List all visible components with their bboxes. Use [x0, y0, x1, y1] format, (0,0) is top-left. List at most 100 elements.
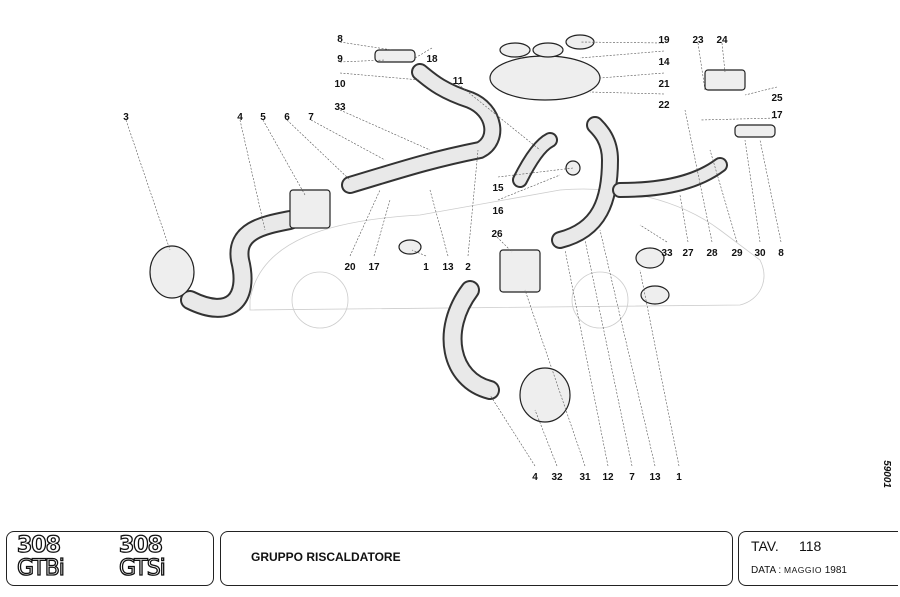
- hoses: [180, 63, 728, 400]
- leader-line: [339, 59, 386, 63]
- leader-line: [639, 224, 668, 243]
- blower-right: [519, 367, 571, 423]
- callout-13: 13: [649, 472, 661, 483]
- leader-line: [684, 109, 713, 243]
- callout-5: 5: [260, 112, 266, 123]
- callout-3: 3: [123, 112, 129, 123]
- callout-2: 2: [465, 262, 471, 273]
- leader-line: [496, 236, 513, 253]
- logo-left-bottom: GTBi: [16, 555, 65, 581]
- date-year: 1981: [824, 565, 847, 576]
- callout-20: 20: [344, 262, 356, 273]
- callout-25: 25: [771, 93, 783, 104]
- leader-line: [339, 72, 421, 81]
- callout-29: 29: [731, 248, 743, 259]
- date-line: DATA : MAGGIO 1981: [751, 565, 847, 576]
- leader-line: [599, 72, 665, 79]
- leader-line: [497, 174, 561, 201]
- leader-line: [697, 42, 706, 91]
- callout-1: 1: [676, 472, 682, 483]
- leader-line: [339, 109, 431, 151]
- leader-line: [125, 119, 171, 251]
- leader-line: [457, 83, 541, 151]
- table-info-box: TAV. 118 DATA : MAGGIO 1981: [738, 531, 898, 586]
- page-title: GRUPPO RISCALDATORE: [251, 550, 401, 564]
- leader-line: [310, 119, 386, 161]
- callout-32: 32: [551, 472, 563, 483]
- date-label: DATA :: [751, 565, 782, 576]
- leader-line: [497, 167, 574, 178]
- vent-left: [374, 49, 416, 63]
- leader-line: [759, 139, 782, 243]
- leader-line: [239, 119, 266, 231]
- leader-line: [286, 119, 351, 181]
- callout-7: 7: [629, 472, 635, 483]
- model-logo: 308 GTBi 308 GTSi: [6, 531, 214, 586]
- tav-label: TAV.: [751, 538, 779, 554]
- callout-4: 4: [237, 112, 243, 123]
- distributor-housing: [489, 55, 601, 101]
- logo-right-top: 308: [118, 532, 163, 558]
- callout-9: 9: [337, 54, 343, 65]
- leader-line: [639, 269, 680, 467]
- callout-22: 22: [658, 100, 670, 111]
- leader-line: [579, 41, 665, 44]
- leader-line: [489, 394, 536, 467]
- leader-line: [339, 41, 393, 51]
- title-box: GRUPPO RISCALDATORE: [220, 531, 733, 586]
- leader-line: [744, 86, 778, 96]
- callout-16: 16: [492, 206, 504, 217]
- callout-15: 15: [492, 183, 504, 194]
- callout-26: 26: [491, 229, 503, 240]
- logo-right-bottom: GTSi: [118, 555, 166, 581]
- valve-box-left: [289, 189, 331, 229]
- date-month: MAGGIO: [783, 565, 822, 575]
- leader-line: [709, 149, 738, 243]
- leader-line: [467, 149, 479, 257]
- leader-line: [679, 194, 689, 243]
- callout-19: 19: [658, 35, 670, 46]
- callout-21: 21: [658, 79, 670, 90]
- logo-left-top: 308: [16, 532, 61, 558]
- bracket: [704, 69, 746, 91]
- leader-line: [584, 239, 633, 467]
- leader-line: [564, 249, 609, 467]
- leader-line: [262, 119, 306, 196]
- callout-28: 28: [706, 248, 718, 259]
- leader-line: [534, 409, 558, 467]
- callout-33: 33: [661, 248, 673, 259]
- parts: [149, 34, 776, 423]
- leader-line: [349, 189, 381, 257]
- callout-10: 10: [334, 79, 346, 90]
- callout-30: 30: [754, 248, 766, 259]
- callout-13: 13: [442, 262, 454, 273]
- leader-line: [744, 139, 761, 243]
- leader-line: [429, 189, 449, 257]
- callout-11: 11: [453, 76, 464, 87]
- callout-24: 24: [716, 35, 728, 46]
- callout-17: 17: [368, 262, 380, 273]
- callout-7: 7: [308, 112, 314, 123]
- callout-23: 23: [692, 35, 704, 46]
- callout-6: 6: [284, 112, 290, 123]
- callout-33: 33: [334, 102, 346, 113]
- drawing-number: 59001: [881, 460, 892, 488]
- callout-14: 14: [658, 57, 670, 68]
- tav-number: 118: [799, 538, 822, 554]
- leader-line: [721, 42, 726, 73]
- leader-line: [699, 117, 778, 121]
- leader-line: [373, 199, 391, 257]
- callout-31: 31: [579, 472, 591, 483]
- callout-8: 8: [778, 248, 784, 259]
- callout-1: 1: [423, 262, 429, 273]
- callout-8: 8: [337, 34, 343, 45]
- callout-18: 18: [426, 54, 438, 65]
- callout-4: 4: [532, 472, 538, 483]
- blower-left: [149, 245, 195, 299]
- callout-27: 27: [682, 248, 694, 259]
- valve-box-right: [499, 249, 541, 293]
- leader-line: [411, 249, 427, 257]
- leader-line: [524, 289, 586, 467]
